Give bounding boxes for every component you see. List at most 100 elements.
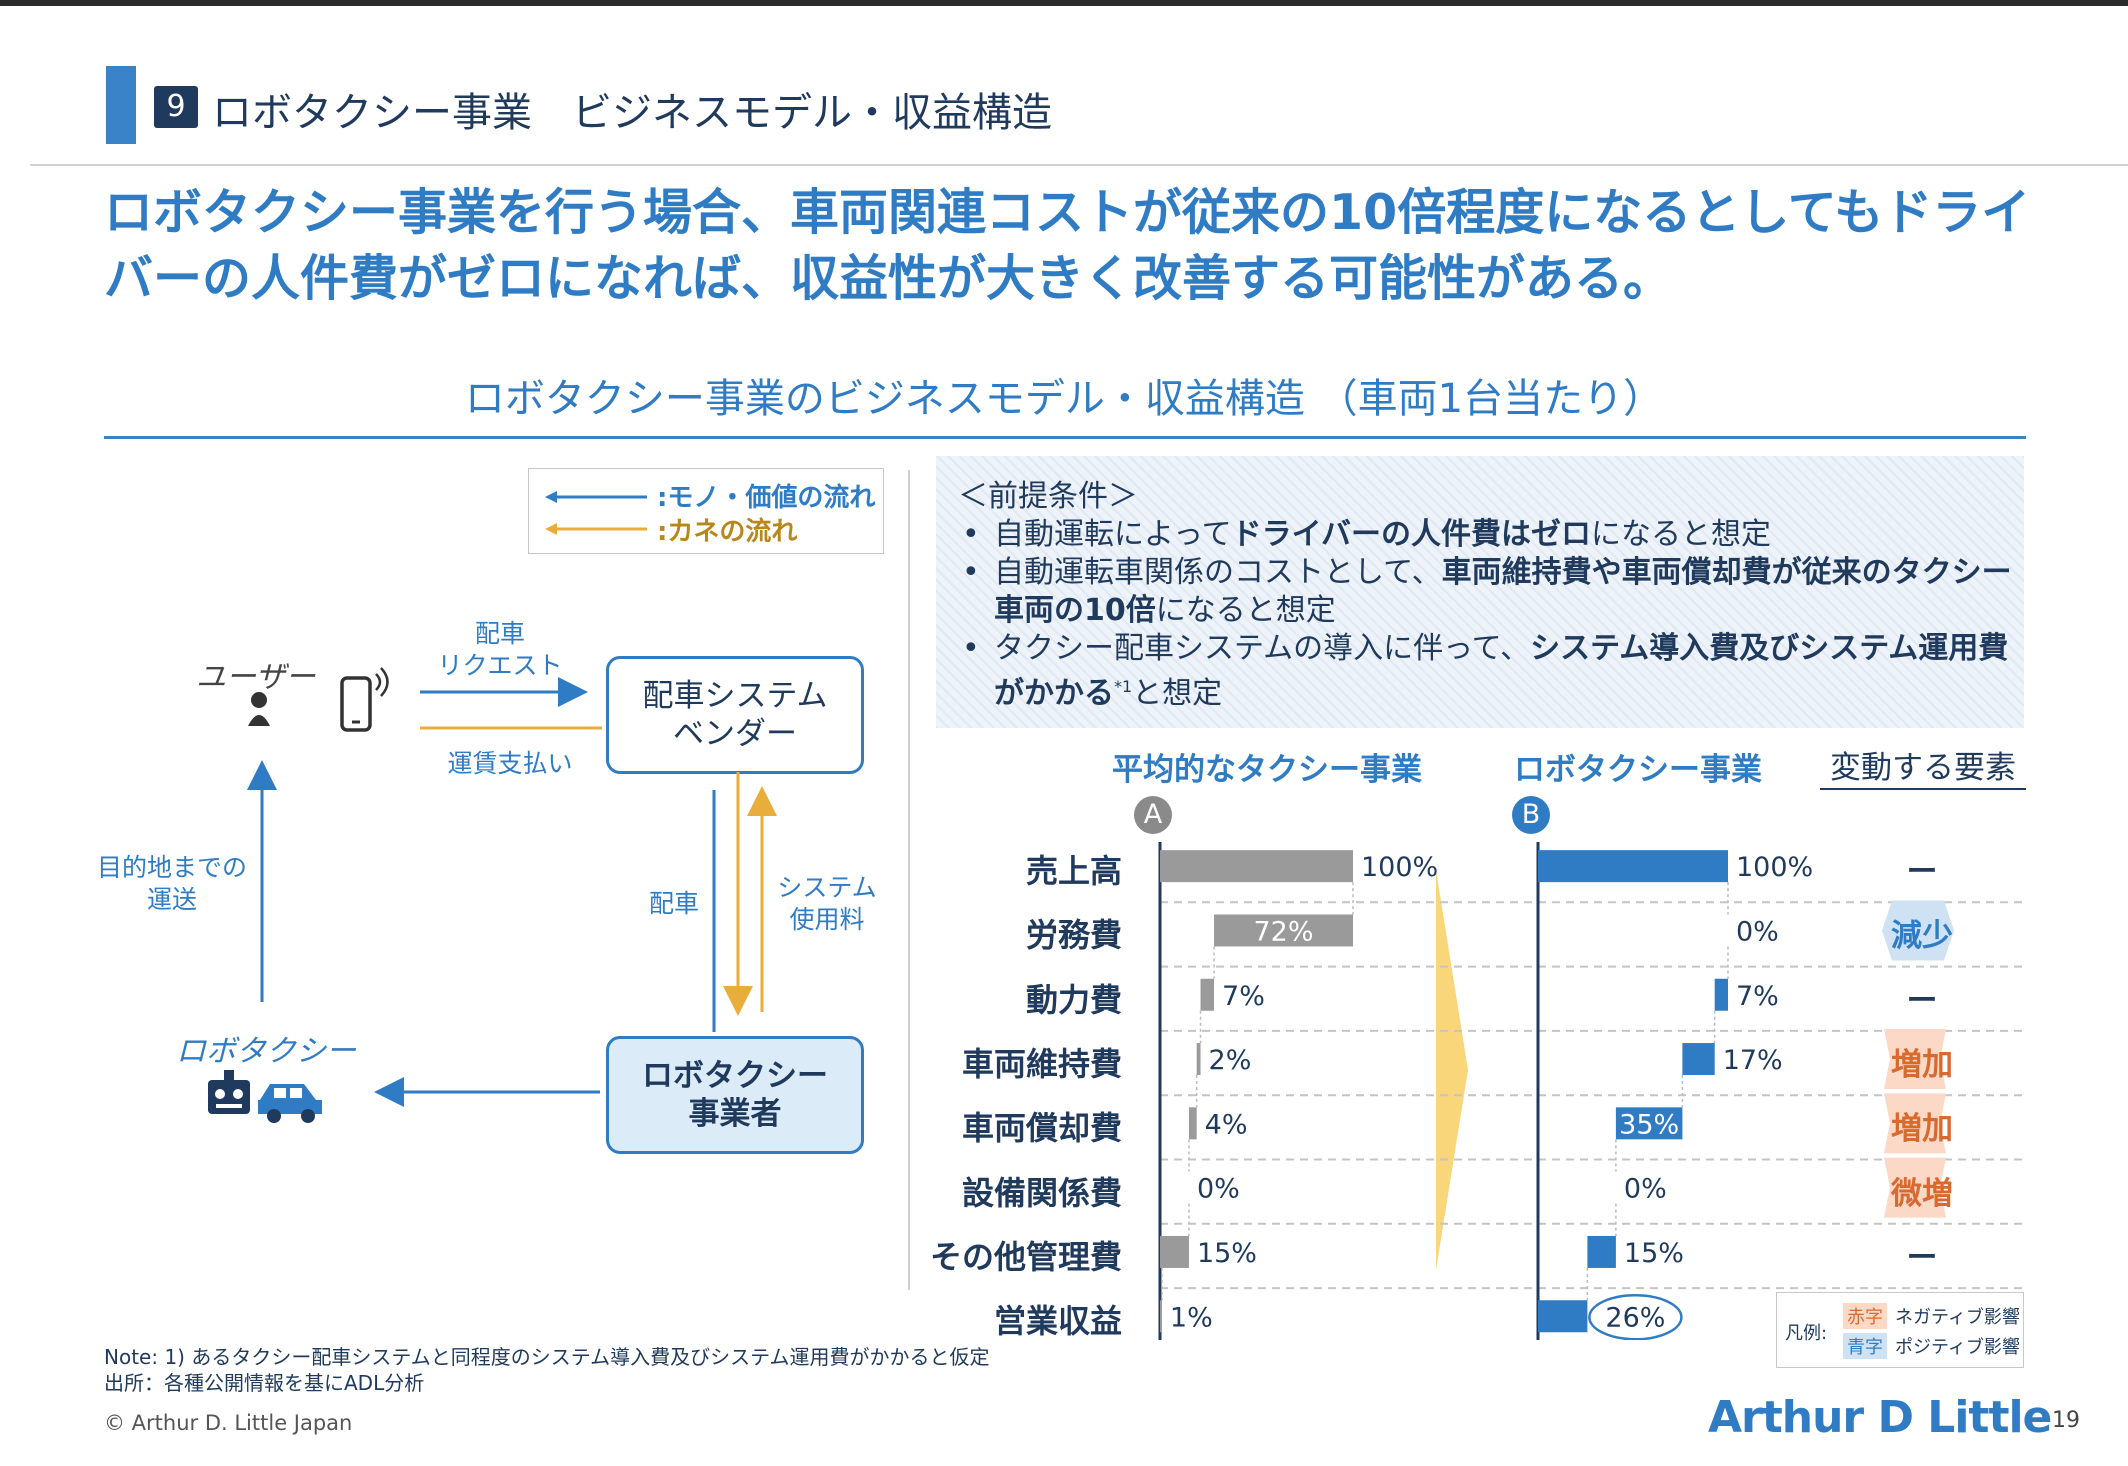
impact-legend-label: 凡例: [1785,1323,1828,1344]
column-head-effect: 変動する要素 [1830,750,2016,786]
negative-key: 赤字 [1843,1303,1887,1329]
legend-goods-arrowhead [545,491,557,503]
badge-a: A [1134,796,1172,834]
waterfall-chart: 100% 72% 7% 2% 4% 0% 15% 1% 100% 0% 7% 17% 35% 0% 15% 2… [1158,842,2022,1340]
legend-money-arrowhead [545,523,557,535]
bar-value-label: 35% [1619,1109,1679,1140]
premise-box: ＜前提条件＞ 自動運転によってドライバーの人件費はゼロになると想定 自動運転車関… [936,456,2024,728]
impact-legend: 凡例: 赤字 ネガティブ影響 青字 ポジティブ影響 [1776,1292,2024,1368]
user-icon [248,692,270,726]
bar-value-label: 7% [1222,981,1265,1012]
row-label: 動力費 [1025,980,1122,1019]
dispatch-request-label: 配車 リクエスト [437,619,563,680]
premise-item: 自動運転車関係のコストとして、車両維持費や車両償却費が従来のタクシー車両の10倍… [962,554,2024,630]
bar-value-label: 0% [1736,916,1779,947]
bar [1200,978,1215,1011]
row-label: 車両維持費 [961,1045,1122,1084]
bar [1587,1235,1616,1268]
robotaxi-icon [208,1070,322,1123]
column-head-a: 平均的なタクシー事業 [1112,752,1422,788]
bar [1615,1107,1683,1140]
legend-money-label: :カネの流れ [657,517,798,547]
premise-list: 自動運転によってドライバーの人件費はゼロになると想定 自動運転車関係のコストとし… [936,516,2024,713]
chart-subtitle: ロボタクシー事業のビジネスモデル・収益構造 （車両1台当たり） [464,376,1664,422]
effect-label: ー [1906,854,1938,891]
negative-text: ネガティブ影響 [1895,1307,2020,1328]
page-number: 19 [2052,1408,2080,1433]
bar-value-label: 26% [1605,1302,1665,1333]
increase-marker [1884,1093,1946,1154]
bar-value-label: 2% [1209,1045,1252,1076]
bar [1682,1043,1715,1076]
section-title: ロボタクシー事業 ビジネスモデル・収益構造 [212,90,1052,136]
system-fee-label: システム 使用料 [777,873,877,934]
bar-value-label: 4% [1205,1109,1248,1140]
premise-item: タクシー配車システムの導入に伴って、システム導入費及びシステム運用費がかかる*1… [962,630,2024,713]
transport-label: 目的地までの 運送 [96,853,247,914]
operator-box: ロボタクシー 事業者 [606,1036,864,1154]
section-number: 9 [154,86,198,128]
effect-head-rule [1820,788,2026,790]
badge-b: B [1512,796,1550,834]
bar [1160,850,1353,883]
positive-text: ポジティブ影響 [1895,1337,2020,1358]
effect-label: 増加 [1891,1111,1953,1148]
robotaxi-label: ロボタクシー [176,1034,356,1069]
flow-legend: :モノ・価値の流れ :カネの流れ [528,468,884,554]
effect-label: 減少 [1891,918,1953,955]
premise-item: 自動運転によってドライバーの人件費はゼロになると想定 [962,516,2024,554]
bar-value-label: 0% [1197,1174,1240,1205]
effect-label: 増加 [1891,1047,1953,1084]
legend-arrows [545,491,647,535]
bar [1160,1235,1189,1268]
bar [1538,1300,1588,1333]
bar [1196,1043,1201,1076]
row-label: 売上高 [1025,852,1122,891]
flow-arrows [247,677,777,1107]
row-label: 労務費 [1025,916,1122,955]
copyright: © Arthur D. Little Japan [104,1411,353,1435]
bar-value-label: 15% [1624,1238,1684,1269]
legend-goods-label: :モノ・価値の流れ [657,483,876,513]
bar-value-label: 72% [1254,916,1314,947]
row-label: その他管理費 [929,1237,1122,1276]
increase-marker [1884,1157,1946,1218]
effect-label: ー [1906,1239,1938,1276]
header-accent-bar [106,66,136,144]
bar [1188,1107,1197,1140]
subtitle-rule [104,436,2026,439]
bar [1160,1300,1162,1333]
bar [1538,850,1728,883]
effect-label: ー [1906,982,1938,1019]
bar-value-label: 15% [1197,1238,1257,1269]
headline: ロボタクシー事業を行う場合、車両関連コストが従来の10倍程度になるとしてもドライ… [104,184,2031,307]
bar-value-label: 17% [1723,1045,1783,1076]
column-head-b: ロボタクシー事業 [1514,752,1762,788]
highlight-ellipse [1588,1294,1683,1340]
user-label: ユーザー [196,660,316,695]
decrease-marker [1882,900,1954,961]
bar [1714,978,1728,1011]
fare-payment-label: 運賃支払い [447,749,573,778]
increase-marker [1884,1029,1946,1090]
bar-value-label: 0% [1624,1174,1667,1205]
bar-value-label: 7% [1736,981,1779,1012]
smartphone-icon [340,667,389,732]
footnotes: Note: 1) あるタクシー配車システムと同程度のシステム導入費及びシステム運… [104,1344,990,1396]
positive-key: 青字 [1843,1333,1887,1359]
bar-value-label: 100% [1361,852,1438,883]
row-label: 車両償却費 [961,1109,1122,1148]
panel-divider [908,470,910,1290]
header-rule [30,164,2128,166]
bar-value-label: 1% [1170,1302,1213,1333]
note: Note: 1) あるタクシー配車システムと同程度のシステム導入費及びシステム運… [104,1345,990,1369]
dispatch-label: 配車 [648,889,699,918]
effect-label: 微増 [1891,1175,1953,1212]
transition-chevron [1436,870,1468,1270]
row-label: 営業収益 [993,1302,1122,1341]
premise-title: ＜前提条件＞ [958,479,1138,514]
company-logo: Arthur D Little [1708,1392,2052,1443]
vendor-box: 配車システム ベンダー [606,656,864,774]
bar-value-label: 100% [1736,852,1813,883]
